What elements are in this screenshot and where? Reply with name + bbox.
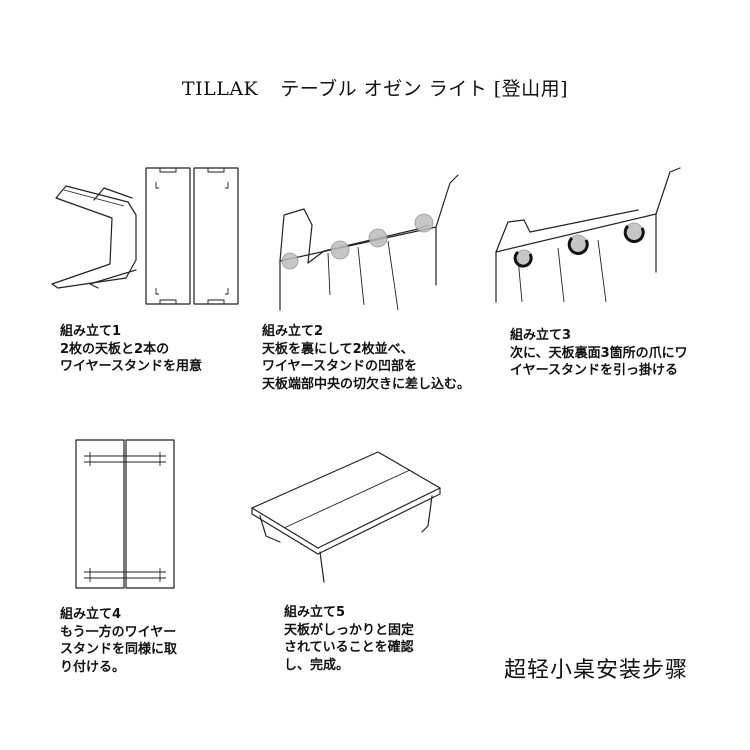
footer-caption: 超轻小桌安装步骤: [504, 658, 689, 683]
step5-illustration: [246, 446, 446, 586]
page-title: TILLAK テーブル オゼン ライト [登山用]: [0, 74, 750, 101]
brand-name: TILLAK: [181, 78, 259, 100]
step3-line: イヤースタンドを引っ掛ける: [510, 363, 678, 378]
step5-line: されていることを確認: [284, 640, 414, 655]
step3-illustration: [488, 162, 688, 312]
step4-illustration: [70, 434, 180, 594]
step3-title: 組み立て3: [510, 328, 572, 343]
step4-line: もう一方のワイヤー: [60, 624, 177, 640]
step4-text: 組み立て4 もう一方のワイヤー スタンドを同様に取 り付ける。: [60, 606, 177, 676]
step5-title: 組み立て5: [284, 605, 346, 620]
step2-illustration: [268, 165, 468, 315]
step1-text: 組み立て1 2枚の天板と2本の ワイヤースタンドを用意: [60, 323, 202, 376]
step2-line: ワイヤースタンドの凹部を: [262, 359, 417, 374]
step1-title: 組み立て1: [60, 324, 122, 339]
step1-illustration: [48, 160, 258, 310]
step2-line: 天板端部中央の切欠きに差し込む。: [262, 376, 471, 392]
step5-text: 組み立て5 天板がしっかりと固定 されていることを確認 し、完成。: [284, 604, 414, 674]
step3-text: 組み立て3 次に、天板裏面3箇所の爪にワ イヤースタンドを引っ掛ける: [510, 327, 688, 380]
step5-line: 天板がしっかりと固定: [284, 622, 415, 638]
step5-line: し、完成。: [284, 657, 350, 673]
step4-line: スタンドを同様に取: [60, 642, 178, 657]
step2-line: 天板を裏にして2枚並べ、: [262, 341, 414, 357]
step3-line: 次に、天板裏面3箇所の爪にワ: [510, 345, 688, 361]
step4-title: 組み立て4: [60, 607, 122, 622]
step4-line: り付ける。: [60, 659, 126, 675]
step2-title: 組み立て2: [262, 324, 324, 339]
product-name: テーブル オゼン ライト [登山用]: [280, 78, 569, 100]
step1-line: ワイヤースタンドを用意: [60, 359, 202, 374]
step1-line: 2枚の天板と2本の: [60, 341, 170, 357]
step2-text: 組み立て2 天板を裏にして2枚並べ、 ワイヤースタンドの凹部を 天板端部中央の切…: [262, 323, 470, 393]
